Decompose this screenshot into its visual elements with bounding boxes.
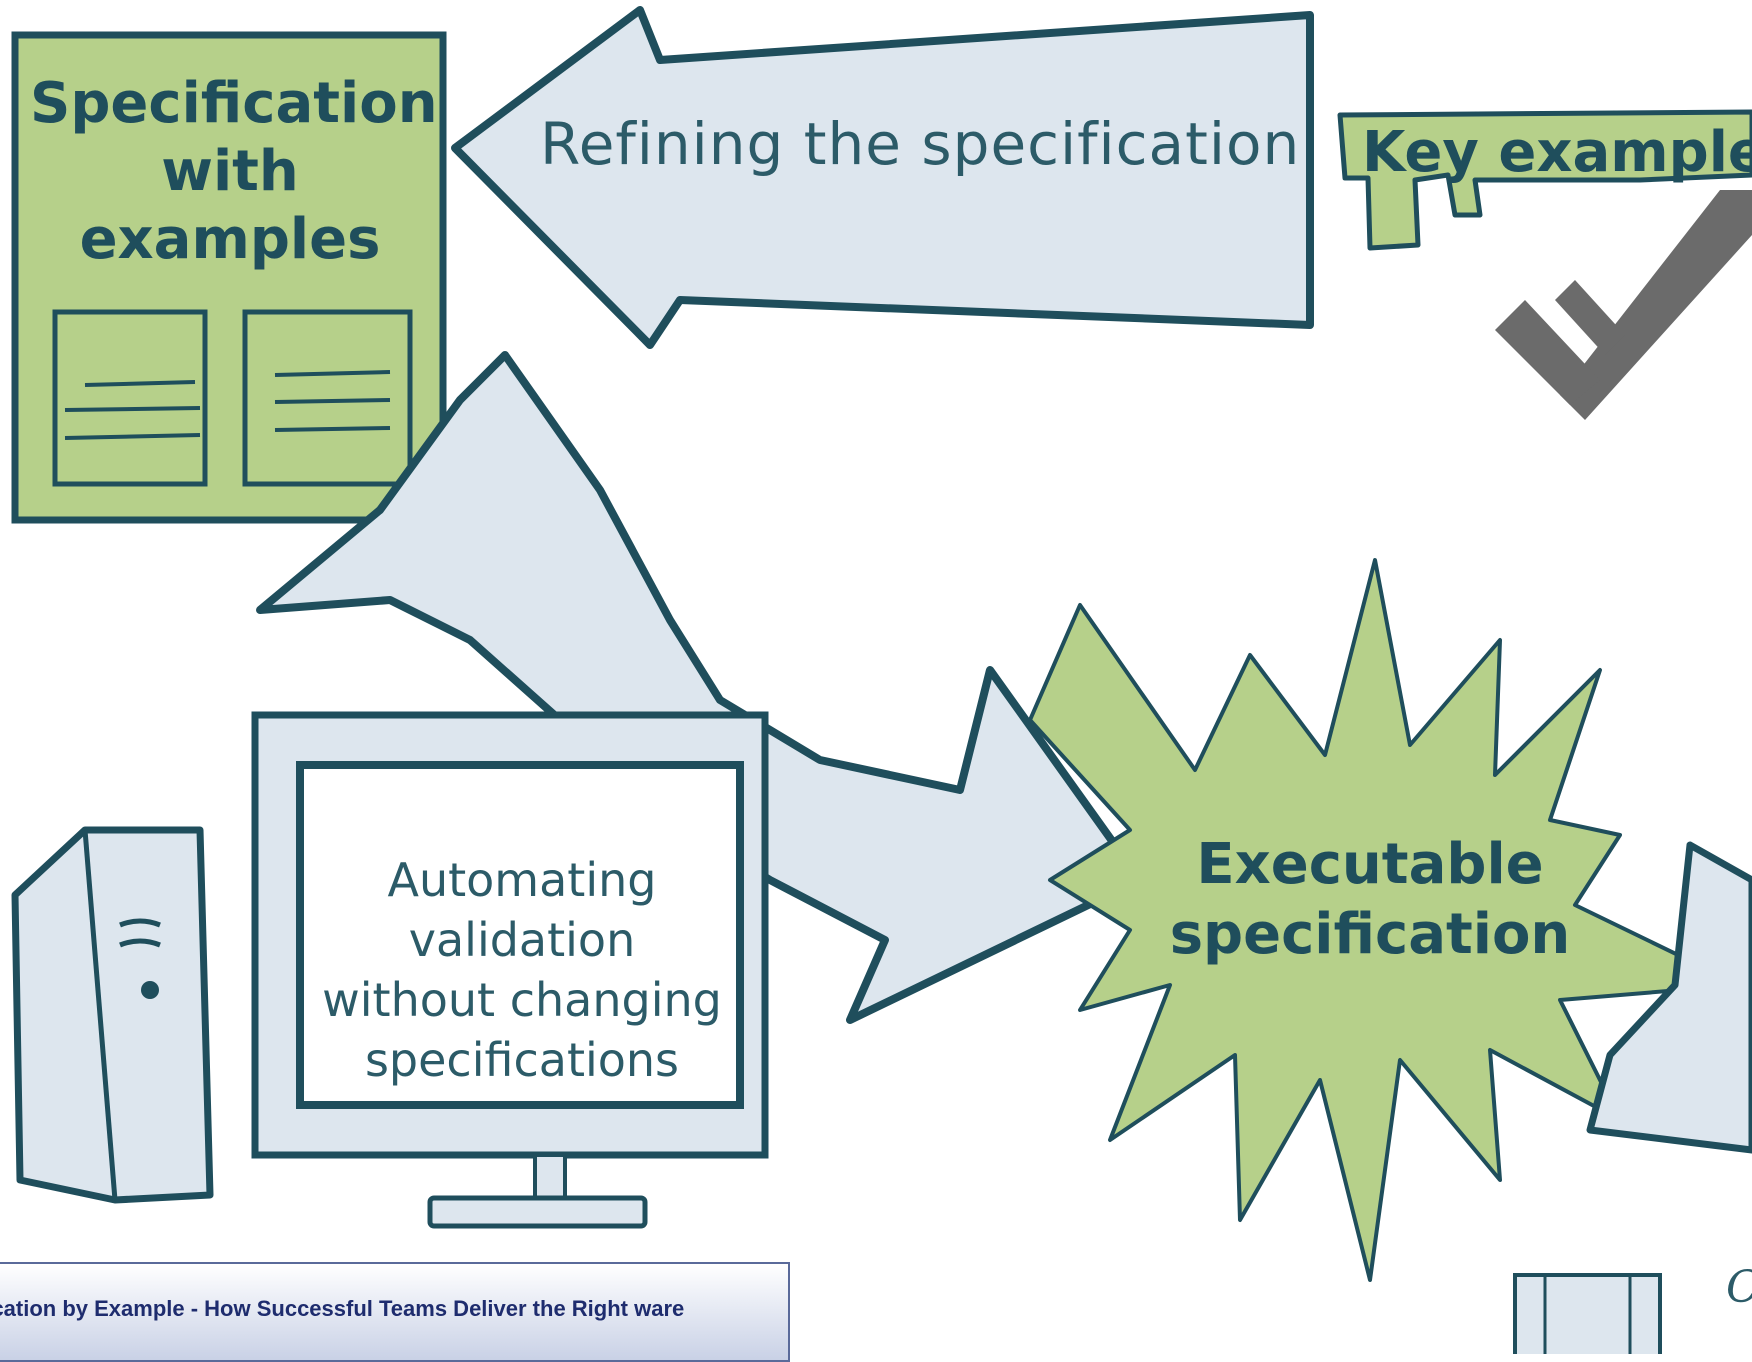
- executable-spec-label: Executable specification: [1140, 830, 1600, 970]
- automating-arrow: [256, 351, 1144, 1024]
- computer-tower: [11, 826, 214, 1204]
- monitor: [251, 711, 769, 1229]
- executable-starburst: [1028, 558, 1742, 1282]
- refining-label: Refining the specification: [540, 110, 1301, 178]
- caption-text: fication by Example - How Successful Tea…: [0, 1296, 685, 1321]
- bottom-right-icon: [1513, 1273, 1662, 1354]
- partial-cursive-text: C: [1726, 1262, 1752, 1313]
- caption-box: fication by Example - How Successful Tea…: [0, 1262, 790, 1362]
- automating-line1: Automating: [387, 853, 657, 907]
- key-examples-label: Key examples: [1362, 120, 1752, 185]
- spec-with-examples-title: Specification with examples: [30, 70, 438, 274]
- automating-line2: validation: [408, 913, 636, 967]
- exec-line1: Executable: [1196, 832, 1544, 897]
- key-illustration: [1337, 109, 1752, 420]
- refining-arrow: [451, 6, 1314, 349]
- spec-card: [11, 31, 447, 524]
- automating-label: Automating validation without changing s…: [312, 850, 732, 1090]
- spec-title-line1: Specification: [30, 71, 438, 136]
- automating-line4: specifications: [364, 1033, 680, 1087]
- right-partial-shape: [1586, 841, 1752, 1154]
- automating-line3: without changing: [322, 973, 722, 1027]
- spec-title-line2: with: [161, 139, 299, 204]
- exec-line2: specification: [1169, 902, 1571, 967]
- spec-title-line3: examples: [79, 207, 381, 272]
